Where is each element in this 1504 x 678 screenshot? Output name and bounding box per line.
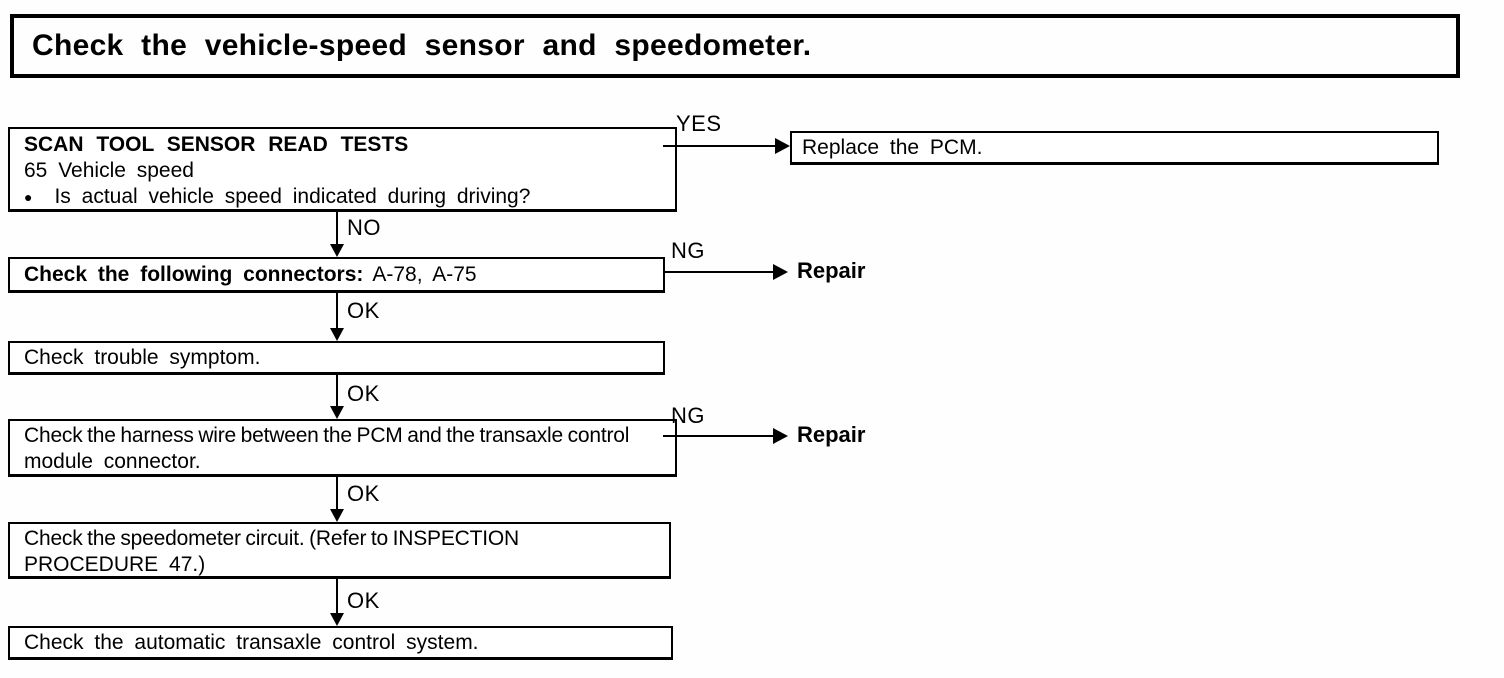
step-check-harness-wire-line1: Check the harness wire between the PCM a… xyxy=(24,424,630,447)
ok-arrow-line-2 xyxy=(336,375,338,406)
ng-arrowhead-icon-1 xyxy=(773,264,788,280)
outcome-repair-1: Repair xyxy=(797,258,866,283)
yes-arrow-line xyxy=(663,145,776,147)
label-ok-2: OK xyxy=(347,381,380,406)
label-ok-1: OK xyxy=(347,298,380,323)
step-check-connectors-bold: Check the following connectors: xyxy=(24,262,364,286)
outcome-replace-pcm-text: Replace the PCM. xyxy=(802,135,983,159)
yes-arrowhead-icon xyxy=(775,138,790,154)
ok-arrow-line-3 xyxy=(336,475,338,509)
ok-arrowhead-icon-4 xyxy=(330,613,344,626)
step-check-harness-wire: Check the harness wire between the PCM a… xyxy=(8,419,677,477)
ok-arrow-line-4 xyxy=(336,579,338,613)
label-no: NO xyxy=(347,215,381,240)
outcome-repair-2: Repair xyxy=(797,422,866,447)
label-ok-3: OK xyxy=(347,481,380,506)
label-yes: YES xyxy=(676,111,722,136)
step-check-trouble-symptom: Check trouble symptom. xyxy=(8,341,665,375)
label-ok-4: OK xyxy=(347,588,380,613)
ok-arrowhead-icon-3 xyxy=(330,509,344,522)
label-ng-1: NG xyxy=(671,238,705,263)
ng-arrow-line-2 xyxy=(663,435,774,437)
step-check-transaxle-system-text: Check the automatic transaxle control sy… xyxy=(24,630,479,654)
ng-arrowhead-icon-2 xyxy=(773,428,788,444)
page-title: Check the vehicle-speed sensor and speed… xyxy=(32,29,812,62)
no-arrowhead-icon xyxy=(330,244,344,257)
bullet-icon: ● xyxy=(24,189,33,205)
step-check-connectors: Check the following connectors: A-78, A-… xyxy=(8,257,665,293)
step-check-speedometer-circuit: Check the speedometer circuit. (Refer to… xyxy=(8,522,671,579)
step-scan-tool-question: Is actual vehicle speed indicated during… xyxy=(54,185,531,208)
title-box: Check the vehicle-speed sensor and speed… xyxy=(10,14,1460,78)
step-scan-tool-heading: SCAN TOOL SENSOR READ TESTS xyxy=(24,133,409,156)
step-scan-tool-question-row: ● Is actual vehicle speed indicated duri… xyxy=(24,184,675,210)
step-check-speedometer-line1: Check the speedometer circuit. (Refer to… xyxy=(24,527,519,550)
step-check-speedometer-line2: PROCEDURE 47.) xyxy=(24,553,206,576)
ok-arrow-line-1 xyxy=(336,293,338,328)
step-scan-tool-tests: SCAN TOOL SENSOR READ TESTS 65 Vehicle s… xyxy=(8,127,677,212)
step-check-trouble-symptom-text: Check trouble symptom. xyxy=(24,345,261,369)
no-arrow-line xyxy=(336,210,338,244)
ok-arrowhead-icon-1 xyxy=(330,328,344,341)
outcome-replace-pcm: Replace the PCM. xyxy=(790,131,1439,165)
ok-arrowhead-icon-2 xyxy=(330,406,344,419)
step-check-connectors-values: A-78, A-75 xyxy=(372,262,477,286)
label-ng-2: NG xyxy=(671,403,705,428)
step-scan-tool-subline: 65 Vehicle speed xyxy=(24,159,194,182)
ng-arrow-line-1 xyxy=(663,271,774,273)
step-check-transaxle-system: Check the automatic transaxle control sy… xyxy=(8,626,673,660)
step-check-harness-wire-line2: module connector. xyxy=(24,450,201,473)
